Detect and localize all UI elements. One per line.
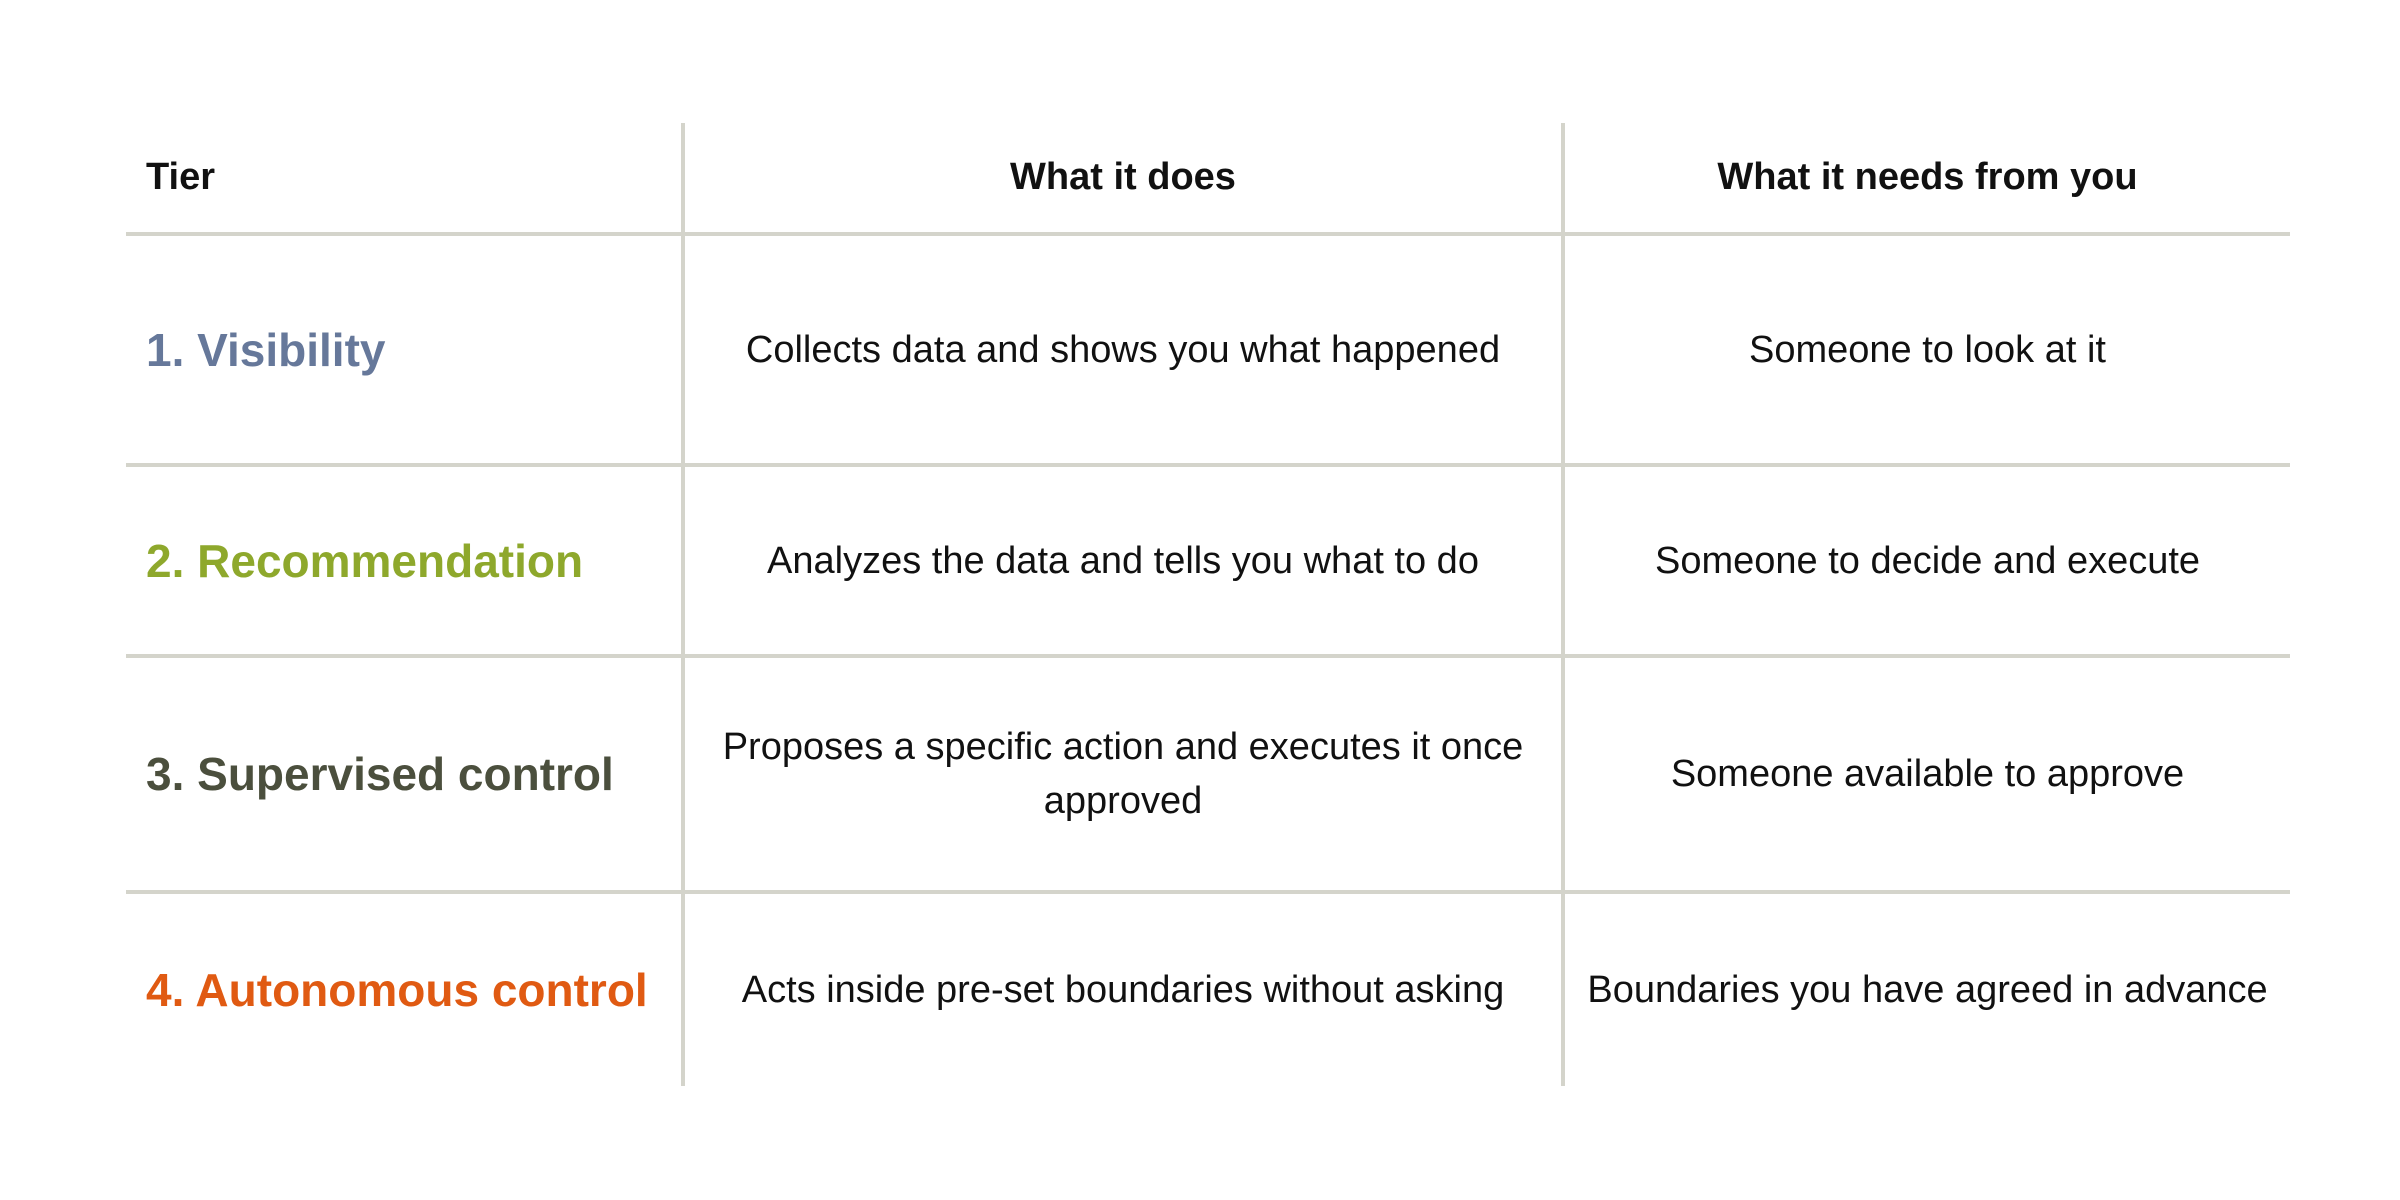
header-tier: Tier — [126, 123, 685, 236]
table-row: 4. Autonomous control Acts inside pre-se… — [126, 892, 2290, 1086]
tier-requirement: Someone available to approve — [1563, 656, 2290, 894]
table-row: 3. Supervised control Proposes a specifi… — [126, 656, 2290, 894]
tier-name: 1. Visibility — [126, 234, 685, 467]
tier-requirement: Someone to look at it — [1563, 234, 2290, 467]
header-row: Tier What it does What it needs from you — [126, 123, 2290, 236]
tier-name: 4. Autonomous control — [126, 892, 685, 1086]
tier-name: 2. Recommendation — [126, 465, 685, 658]
header-what-it-needs: What it needs from you — [1563, 123, 2290, 236]
tier-name: 3. Supervised control — [126, 656, 685, 894]
tier-requirement: Someone to decide and execute — [1563, 465, 2290, 658]
table-body: 1. Visibility Collects data and shows yo… — [126, 234, 2290, 1086]
table-row: 1. Visibility Collects data and shows yo… — [126, 234, 2290, 467]
tier-description: Collects data and shows you what happene… — [683, 234, 1565, 467]
tier-description: Proposes a specific action and executes … — [683, 656, 1565, 894]
table-header: Tier What it does What it needs from you — [126, 123, 2290, 236]
tiers-table: Tier What it does What it needs from you… — [126, 123, 2290, 1086]
tier-requirement: Boundaries you have agreed in advance — [1587, 969, 2268, 1011]
header-what-it-does: What it does — [683, 123, 1565, 236]
tier-description: Analyzes the data and tells you what to … — [683, 465, 1565, 658]
tier-description: Acts inside pre-set boundaries without a… — [683, 892, 1565, 1086]
table-row: 2. Recommendation Analyzes the data and … — [126, 465, 2290, 658]
